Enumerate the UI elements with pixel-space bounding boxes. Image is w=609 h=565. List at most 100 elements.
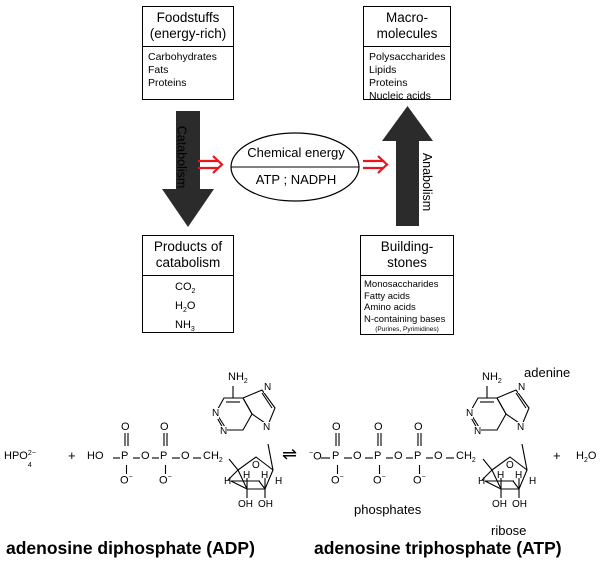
adp-ch2: CH2	[203, 450, 223, 465]
products-title: Products of catabolism	[143, 236, 233, 276]
macromolecules-list: Polysaccharides Lipids Proteins Nucleic …	[364, 47, 450, 107]
chemical-energy-title: Chemical energy	[247, 145, 345, 160]
atp-o-minus2: O−	[373, 474, 386, 487]
atp-o-top3: O	[414, 421, 423, 433]
atp-o-minus3: O−	[413, 474, 426, 487]
atp-oh2: OH	[512, 499, 527, 510]
macromolecules-box: Macro- molecules Polysaccharides Lipids …	[363, 6, 451, 102]
atp-h4: H	[529, 476, 537, 487]
products-box: Products of catabolism CO2 H2O NH3	[142, 235, 234, 334]
building-title-line2: stones	[387, 255, 427, 270]
atp-p1: P	[332, 450, 340, 462]
adp-oh1: OH	[238, 499, 253, 510]
adp-n9: N	[263, 422, 271, 433]
atp-h3: H	[515, 470, 523, 481]
adp-h1: H	[224, 476, 232, 487]
building-stones-title: Building- stones	[361, 236, 453, 276]
adp-o1: O	[141, 450, 150, 462]
ribose-label: ribose	[491, 523, 527, 538]
phosphates-label: phosphates	[354, 502, 422, 517]
products-list: CO2 H2O NH3	[143, 276, 233, 342]
atp-caption: adenosine triphosphate (ATP)	[314, 538, 562, 558]
adp-h3: H	[261, 470, 269, 481]
adp-o2: O	[181, 450, 190, 462]
atp-n3: N	[474, 426, 482, 437]
macromolecules-item: Polysaccharides	[369, 51, 446, 63]
atp-ring-o: O	[506, 460, 514, 471]
products-item-nh3: NH3	[175, 319, 195, 334]
adp-oh2: OH	[258, 499, 273, 510]
foodstuffs-title: Foodstuffs (energy-rich)	[143, 7, 233, 47]
macromolecules-item: Proteins	[369, 77, 408, 89]
atp-o-minus-lead: −O	[309, 450, 322, 463]
products-item-h2o: H2O	[175, 300, 196, 315]
products-item-co2: CO2	[175, 281, 196, 296]
atp-n9: N	[517, 422, 525, 433]
adenine-label: adenine	[524, 365, 571, 380]
adp-o-minus2: O−	[159, 474, 172, 487]
adp-p1: P	[121, 450, 129, 462]
adp-caption: adenosine diphosphate (ADP)	[6, 538, 255, 558]
adp-ho: HO	[87, 450, 104, 462]
adp-h4: H	[275, 476, 283, 487]
macromolecules-item: Lipids	[369, 64, 397, 76]
anabolism-arrow	[382, 106, 433, 226]
macromolecules-title: Macro- molecules	[364, 7, 450, 47]
atp-o3: O	[434, 450, 443, 462]
products-title-line1: Products of	[153, 239, 223, 254]
atp-o1: O	[353, 450, 362, 462]
catabolism-arrow	[162, 111, 214, 227]
foodstuffs-item: Proteins	[148, 77, 187, 89]
atp-o-top1: O	[332, 421, 341, 433]
red-arrow-left	[198, 155, 224, 174]
macromolecules-title-line1: Macro-	[385, 10, 428, 25]
atp-p2: P	[374, 450, 382, 462]
adp-structure	[113, 386, 276, 498]
foodstuffs-title-line1: Foodstuffs	[156, 10, 220, 25]
atp-p3: P	[414, 450, 422, 462]
macromolecules-item: Nucleic acids	[369, 90, 431, 102]
red-arrow-right	[363, 155, 389, 174]
foodstuffs-title-line2: (energy-rich)	[149, 26, 227, 41]
atp-o-top2: O	[374, 421, 383, 433]
building-item: Fatty acids	[364, 290, 410, 302]
adp-nh2: NH2	[228, 371, 248, 386]
atp-nh2: NH2	[482, 371, 502, 386]
adp-h2: H	[243, 470, 251, 481]
adp-o-minus1: O−	[120, 474, 133, 487]
adp-n1: N	[212, 408, 220, 419]
building-item: Monosaccharides	[364, 279, 439, 290]
atp-ch2: CH2	[456, 450, 476, 465]
atp-n1: N	[466, 408, 474, 419]
adp-n3: N	[220, 426, 228, 437]
equilibrium-arrow: ⇌	[282, 444, 298, 464]
atp-h1: H	[478, 476, 486, 487]
adp-p2: P	[160, 450, 168, 462]
atp-oh1: OH	[492, 499, 507, 510]
catabolism-label: Catabolism	[174, 125, 189, 189]
adp-ring-o: O	[252, 460, 260, 471]
foodstuffs-list: Carbohydrates Fats Proteins	[143, 47, 233, 94]
atp-n7: N	[518, 382, 526, 393]
atp-o-minus1: O−	[331, 474, 344, 487]
macromolecules-title-line2: molecules	[376, 26, 438, 41]
plus-right: +	[553, 448, 561, 463]
atp-o2: O	[394, 450, 403, 462]
anabolism-label: Anabolism	[420, 152, 435, 212]
atp-nadph-label: ATP ; NADPH	[255, 172, 337, 187]
water-label: H2O	[576, 450, 597, 465]
building-title-line1: Building-	[380, 239, 434, 254]
building-item: N-containing bases	[364, 313, 446, 325]
plus-left: +	[68, 448, 76, 463]
building-stones-box: Building- stones Monosaccharides Fatty a…	[360, 235, 454, 335]
foodstuffs-item: Fats	[148, 64, 169, 76]
adp-n7: N	[264, 382, 272, 393]
foodstuffs-box: Foodstuffs (energy-rich) Carbohydrates F…	[142, 6, 234, 100]
building-item: Amino acids	[364, 302, 416, 313]
foodstuffs-item: Carbohydrates	[148, 51, 217, 63]
building-note: (Purines, Pyrimidines)	[375, 326, 439, 333]
building-stones-list: Monosaccharides Fatty acids Amino acids …	[361, 276, 453, 337]
